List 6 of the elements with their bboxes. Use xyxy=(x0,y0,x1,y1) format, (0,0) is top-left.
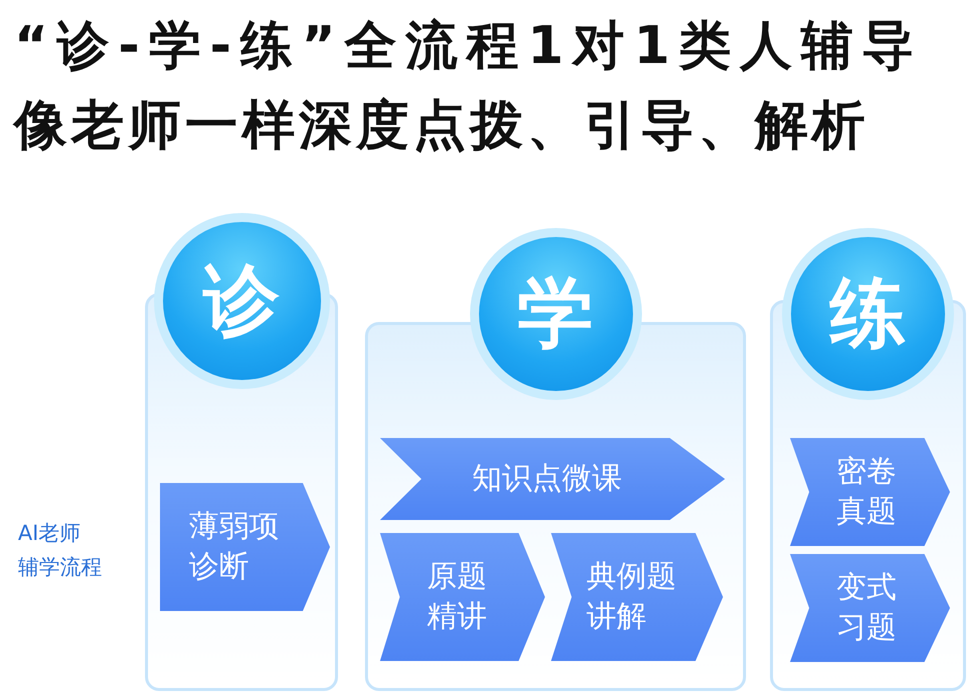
title: “诊-学-练”全流程1对1类人辅导像老师一样深度点拨、引导、解析 xyxy=(14,15,924,158)
stage-badge: 练 xyxy=(782,228,954,400)
side-label: AI老师辅学流程 xyxy=(18,520,103,581)
stage-badge: 学 xyxy=(470,228,642,400)
process-step: 薄弱项诊断 xyxy=(160,483,330,611)
stage-badge: 诊 xyxy=(154,213,330,389)
